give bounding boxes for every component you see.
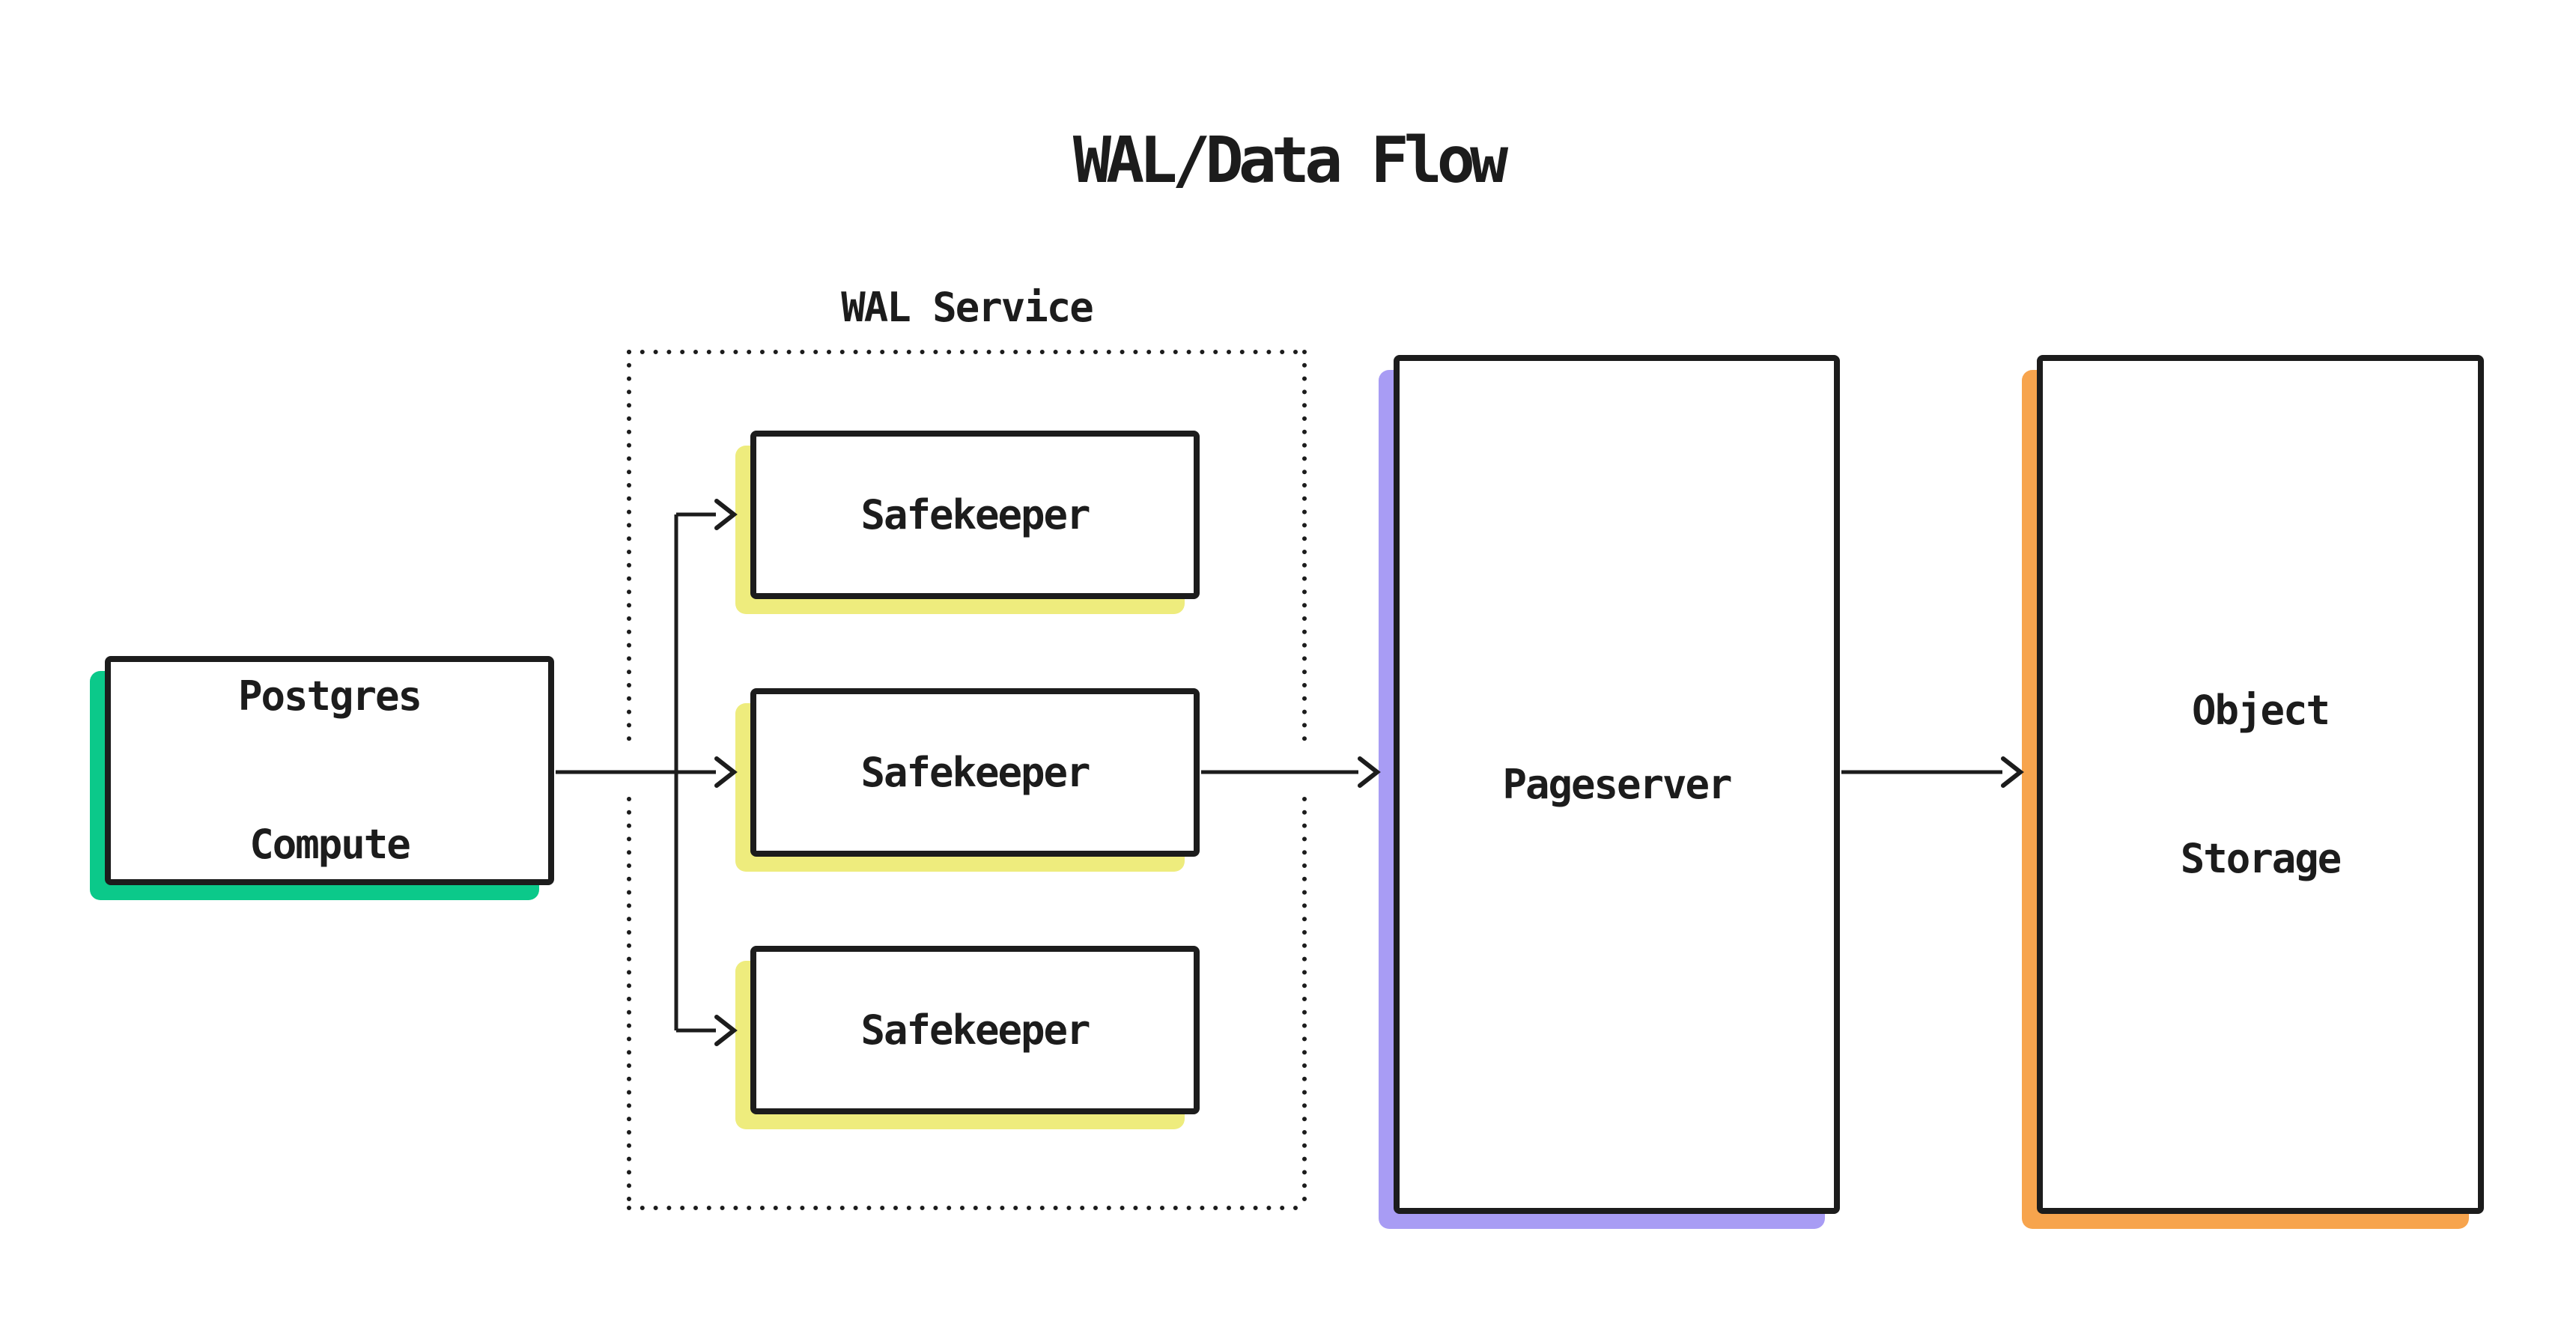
wal-service-dotted-border [627,350,1307,1210]
node-pageserver-label: Pageserver [1502,760,1732,808]
arrow-heads [714,499,2024,1046]
arrowhead-safekeeper2 [714,756,738,788]
node-postgres-compute-label: Postgres Compute [237,672,422,868]
diagram-title: WAL/Data Flow [1072,124,1508,198]
node-safekeeper-3: Safekeeper [750,946,1200,1114]
node-pageserver: Pageserver [1394,355,1840,1214]
node-safekeeper-2-label: Safekeeper [860,748,1090,796]
node-safekeeper-1-label: Safekeeper [860,491,1090,538]
arrowhead-safekeeper1 [714,499,738,530]
arrowhead-pageserver [1358,756,1381,788]
node-object-storage-label: Object Storage [2180,686,2342,882]
arrowhead-safekeeper3 [714,1015,738,1046]
node-safekeeper-2: Safekeeper [750,688,1200,857]
node-object-storage: Object Storage [2037,355,2484,1214]
wal-service-label: WAL Service [841,284,1094,331]
arrow-lines [556,512,2002,1033]
node-postgres-compute: Postgres Compute [105,656,554,885]
arrowhead-object-storage [2001,756,2024,788]
node-safekeeper-3-label: Safekeeper [860,1006,1090,1054]
node-safekeeper-1: Safekeeper [750,431,1200,599]
